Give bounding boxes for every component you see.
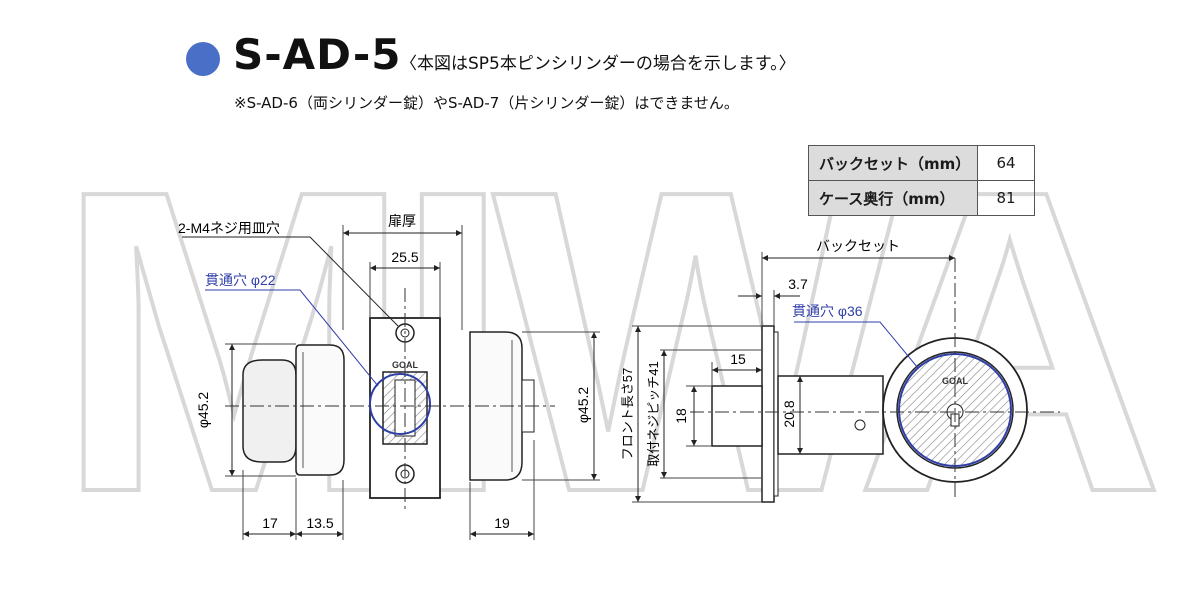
front-length-label: フロント長さ57 xyxy=(620,368,635,460)
brand-mark-right: GOAL xyxy=(942,376,969,386)
dead-bolt xyxy=(711,385,763,447)
thumb-turn-knob xyxy=(242,359,297,463)
dim-15: 15 xyxy=(730,351,746,367)
spec-table: バックセット（mm） 64 ケース奥行（mm） 81 xyxy=(808,145,1035,216)
dim-3-7: 3.7 xyxy=(788,276,808,292)
spec-row-case-depth: ケース奥行（mm） 81 xyxy=(808,180,1035,216)
dia-right-label: φ45.2 xyxy=(575,387,591,424)
lock-case xyxy=(777,375,884,455)
compatibility-note: ※S-AD-6（両シリンダー錠）やS-AD-7（片シリンダー錠）はできません。 xyxy=(234,94,739,112)
dim-18: 18 xyxy=(673,408,689,424)
through-hole-22-outline xyxy=(369,373,431,435)
dim-13-5: 13.5 xyxy=(306,515,333,531)
through-hole-22-label: 貫通穴 φ22 xyxy=(205,272,276,288)
dim-19: 19 xyxy=(494,515,510,531)
dia-left-label: φ45.2 xyxy=(195,392,211,429)
spec-row-backset: バックセット（mm） 64 xyxy=(808,145,1035,181)
spec-label: ケース奥行（mm） xyxy=(808,180,978,216)
front-view: GOAL バックセット 3.7 貫通穴 φ36 15 xyxy=(620,238,1060,503)
screw-hole-label: 2-M4ネジ用皿穴 xyxy=(178,220,280,236)
spec-label: バックセット（mm） xyxy=(808,145,978,181)
dim-17: 17 xyxy=(262,515,278,531)
model-note: 〈本図はSP5本ピンシリンダーの場合を示します。〉 xyxy=(400,54,796,74)
backset-label: バックセット xyxy=(816,238,900,254)
spec-value: 64 xyxy=(977,145,1035,181)
bullet-dot xyxy=(186,42,220,76)
front-plate xyxy=(761,325,775,503)
side-profile-view: GOAL 扉厚 25.5 2-M4ネジ用皿穴 貫通穴 φ22 xyxy=(178,213,600,540)
dim-20-8: 20.8 xyxy=(781,400,797,427)
through-hole-36-label: 貫通穴 φ36 xyxy=(792,303,863,319)
left-rose xyxy=(295,344,345,476)
spec-value: 81 xyxy=(977,180,1035,216)
model-title: S-AD-5 xyxy=(233,30,402,79)
door-thickness-label: 扉厚 xyxy=(388,213,416,229)
right-rose xyxy=(469,331,523,481)
mount-pitch-label: 取付ネジピッチ41 xyxy=(646,361,661,466)
dim-25-5: 25.5 xyxy=(391,249,418,265)
